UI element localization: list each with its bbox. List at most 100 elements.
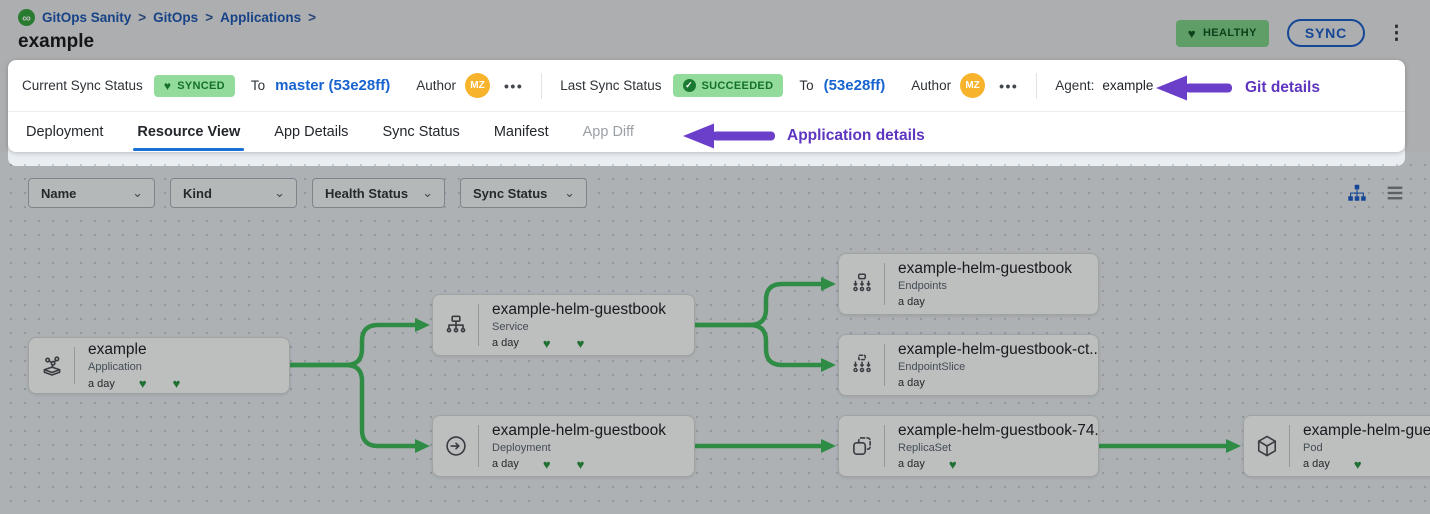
kebab-menu-icon[interactable]: ⋮	[1387, 22, 1406, 44]
last-revision-link[interactable]: (53e28ff)	[823, 77, 886, 94]
tab-deployment[interactable]: Deployment	[26, 123, 104, 140]
breadcrumb-separator: >	[138, 10, 147, 25]
chevron-down-icon: ⌄	[564, 185, 575, 200]
author-label: Author	[911, 78, 952, 93]
node-age: a day	[492, 337, 519, 349]
more-options-icon[interactable]: •••	[999, 77, 1019, 94]
node-title: example-helm-guestbook	[1303, 421, 1430, 439]
sync-heart-icon: ♥	[576, 335, 585, 351]
filter-name-label: Name	[41, 185, 77, 201]
node-title: example-helm-guestbook	[492, 300, 667, 318]
breadcrumb: ∞ GitOps Sanity > GitOps > Applications …	[18, 9, 316, 26]
deployment-icon	[433, 416, 478, 476]
synced-badge: ♥ SYNCED	[153, 74, 235, 97]
resource-filters: Name ⌄ Kind ⌄ Health Status ⌄ Sync Statu…	[28, 178, 587, 208]
header-actions: ♥ HEALTHY SYNC ⋮	[1175, 19, 1410, 47]
tree-node-endpointslice[interactable]: example-helm-guestbook-ct... EndpointSli…	[838, 334, 1099, 396]
divider	[478, 304, 479, 346]
tree-node-replicaset[interactable]: example-helm-guestbook-74... ReplicaSet …	[838, 415, 1099, 477]
chevron-down-icon: ⌄	[132, 185, 143, 200]
divider	[1036, 72, 1038, 99]
app-tabs: Deployment Resource View App Details Syn…	[8, 112, 1405, 151]
chevron-down-icon: ⌄	[422, 185, 433, 200]
breadcrumb-gitops[interactable]: GitOps	[153, 10, 199, 25]
app-header-card: Current Sync Status ♥ SYNCED To master (…	[8, 60, 1405, 152]
tab-sync-status[interactable]: Sync Status	[382, 123, 460, 140]
tab-resource-view[interactable]: Resource View	[120, 112, 257, 151]
divider	[884, 344, 885, 386]
node-age: a day	[898, 458, 925, 470]
author-label: Author	[416, 78, 457, 93]
last-sync-status-label: Last Sync Status	[560, 78, 662, 93]
node-age: a day	[88, 377, 115, 390]
divider	[884, 263, 885, 305]
more-options-icon[interactable]: •••	[504, 77, 524, 94]
tree-node-application[interactable]: example Application a day ♥ ♥	[28, 337, 290, 394]
tree-view-icon[interactable]	[1346, 182, 1368, 204]
node-title: example-helm-guestbook-ct...	[898, 341, 1098, 358]
node-title: example	[88, 341, 147, 358]
tree-node-pod[interactable]: example-helm-guestbook Pod a day ♥	[1243, 415, 1430, 477]
breadcrumb-separator: >	[205, 10, 214, 25]
health-heart-icon: ♥	[542, 456, 551, 472]
endpoints-icon	[839, 254, 884, 314]
to-label: To	[799, 78, 814, 93]
check-glyph: ✓	[685, 80, 693, 90]
tree-node-endpoints[interactable]: example-helm-guestbook Endpoints a day	[838, 253, 1099, 315]
node-age: a day	[492, 458, 519, 470]
synced-badge-label: SYNCED	[177, 79, 225, 92]
heart-icon: ♥	[163, 78, 172, 93]
node-age: a day	[1303, 458, 1330, 470]
breadcrumb-gitops-sanity[interactable]: GitOps Sanity	[42, 10, 132, 25]
filter-health-status-dropdown[interactable]: Health Status ⌄	[312, 178, 445, 208]
endpointslice-icon	[839, 335, 884, 395]
filter-kind-label: Kind	[183, 185, 212, 201]
divider	[478, 425, 479, 467]
health-heart-icon: ♥	[1353, 456, 1362, 472]
sync-heart-icon: ♥	[576, 456, 585, 472]
node-kind: EndpointSlice	[898, 361, 966, 373]
tree-node-service[interactable]: example-helm-guestbook Service a day ♥ ♥	[432, 294, 695, 356]
author-avatar: MZ	[960, 73, 986, 98]
filter-sync-status-dropdown[interactable]: Sync Status ⌄	[460, 178, 587, 208]
node-kind: ReplicaSet	[898, 441, 952, 454]
tab-app-diff[interactable]: App Diff	[582, 123, 634, 140]
succeeded-badge-label: SUCCEEDED	[701, 79, 774, 92]
page-title: example	[18, 31, 95, 52]
agent-value: example	[1102, 78, 1154, 93]
application-icon	[29, 338, 74, 393]
sync-button[interactable]: SYNC	[1286, 19, 1365, 47]
breadcrumb-separator: >	[308, 10, 316, 25]
divider	[74, 347, 75, 384]
node-age: a day	[898, 377, 925, 389]
breadcrumb-applications[interactable]: Applications	[220, 10, 302, 25]
check-icon: ✓	[682, 79, 696, 92]
to-label: To	[250, 78, 266, 93]
divider	[1289, 425, 1290, 467]
health-badge-label: HEALTHY	[1202, 27, 1257, 39]
tab-app-details[interactable]: App Details	[274, 123, 349, 140]
pod-icon	[1244, 416, 1289, 476]
health-heart-icon: ♥	[138, 376, 147, 391]
list-view-icon[interactable]	[1384, 182, 1406, 204]
current-sync-status-label: Current Sync Status	[22, 78, 143, 93]
filter-name-dropdown[interactable]: Name ⌄	[28, 178, 155, 208]
sync-status-bar: Current Sync Status ♥ SYNCED To master (…	[8, 60, 1405, 112]
sync-heart-icon: ♥	[172, 376, 181, 391]
filter-kind-dropdown[interactable]: Kind ⌄	[170, 178, 297, 208]
health-heart-icon: ♥	[948, 456, 957, 472]
tree-node-deployment[interactable]: example-helm-guestbook Deployment a day …	[432, 415, 695, 477]
tab-manifest[interactable]: Manifest	[493, 123, 549, 140]
node-kind: Service	[492, 320, 529, 333]
node-title: example-helm-guestbook	[898, 260, 1073, 277]
node-kind: Deployment	[492, 441, 551, 454]
current-revision-link[interactable]: master (53e28ff)	[275, 77, 391, 94]
node-kind: Application	[88, 361, 142, 373]
gitops-logo-icon: ∞	[18, 9, 35, 26]
chevron-down-icon: ⌄	[274, 185, 285, 200]
replicaset-icon	[839, 416, 884, 476]
filter-health-status-label: Health Status	[325, 185, 409, 201]
agent-label: Agent:	[1055, 78, 1095, 93]
node-kind: Endpoints	[898, 280, 947, 292]
